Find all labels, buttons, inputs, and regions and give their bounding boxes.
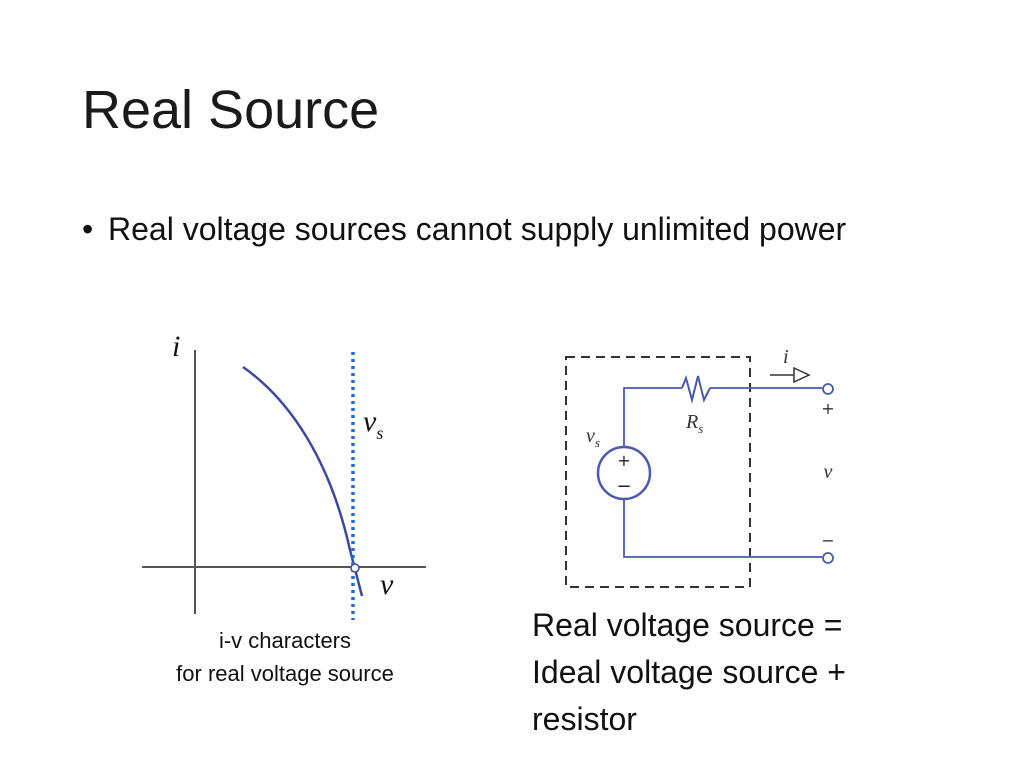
current-label: i [783, 346, 789, 368]
equation-line-1: Real voltage source = [532, 607, 843, 643]
vs-label-main: v [363, 405, 377, 438]
caption-line-1: i-v characters [218, 628, 352, 653]
source-plus: + [617, 451, 630, 470]
vs-label-sub: s [376, 423, 383, 443]
terminal-plus: + [821, 399, 834, 418]
vs-label: vs [363, 405, 383, 443]
caption-line-2: for real voltage source [176, 661, 394, 686]
current-arrow-head-icon [793, 366, 811, 384]
terminal-bottom [822, 552, 834, 564]
iv-plot-caption: i-v characters for real voltage source [145, 624, 425, 690]
terminal-voltage-label: v [824, 461, 833, 483]
y-axis-label: i [172, 330, 180, 363]
bullet-list: • Real voltage sources cannot supply unl… [82, 208, 902, 251]
bullet-item: • Real voltage sources cannot supply unl… [82, 208, 902, 251]
circuit-diagram: + − vs Rs i + − v [565, 346, 835, 588]
intercept-point [350, 563, 360, 573]
iv-plot: i v vs [142, 330, 426, 620]
terminal-top [822, 383, 834, 395]
wire-bottom [623, 500, 822, 558]
equation-line-3: resistor [532, 701, 637, 737]
voltage-source-icon [596, 445, 652, 501]
dashed-enclosure [565, 356, 751, 588]
resistor-label-main: R [685, 411, 698, 433]
wire-top-left [623, 387, 682, 446]
source-minus: − [616, 476, 631, 497]
bullet-marker: • [82, 211, 94, 247]
source-label: vs [586, 425, 600, 450]
resistor-zigzag [681, 374, 711, 404]
x-axis-label: v [380, 568, 394, 601]
iv-curve [242, 365, 364, 597]
bullet-text: Real voltage sources cannot supply unlim… [108, 211, 847, 247]
source-label-sub: s [595, 435, 600, 450]
resistor-label: Rs [685, 411, 703, 436]
equation-text: Real voltage source = Ideal voltage sour… [532, 602, 972, 743]
equation-line-2: Ideal voltage source + [532, 654, 846, 690]
terminal-minus: − [821, 531, 834, 550]
source-label-main: v [586, 425, 595, 447]
resistor-label-sub: s [698, 421, 703, 436]
slide-title: Real Source [82, 80, 380, 140]
